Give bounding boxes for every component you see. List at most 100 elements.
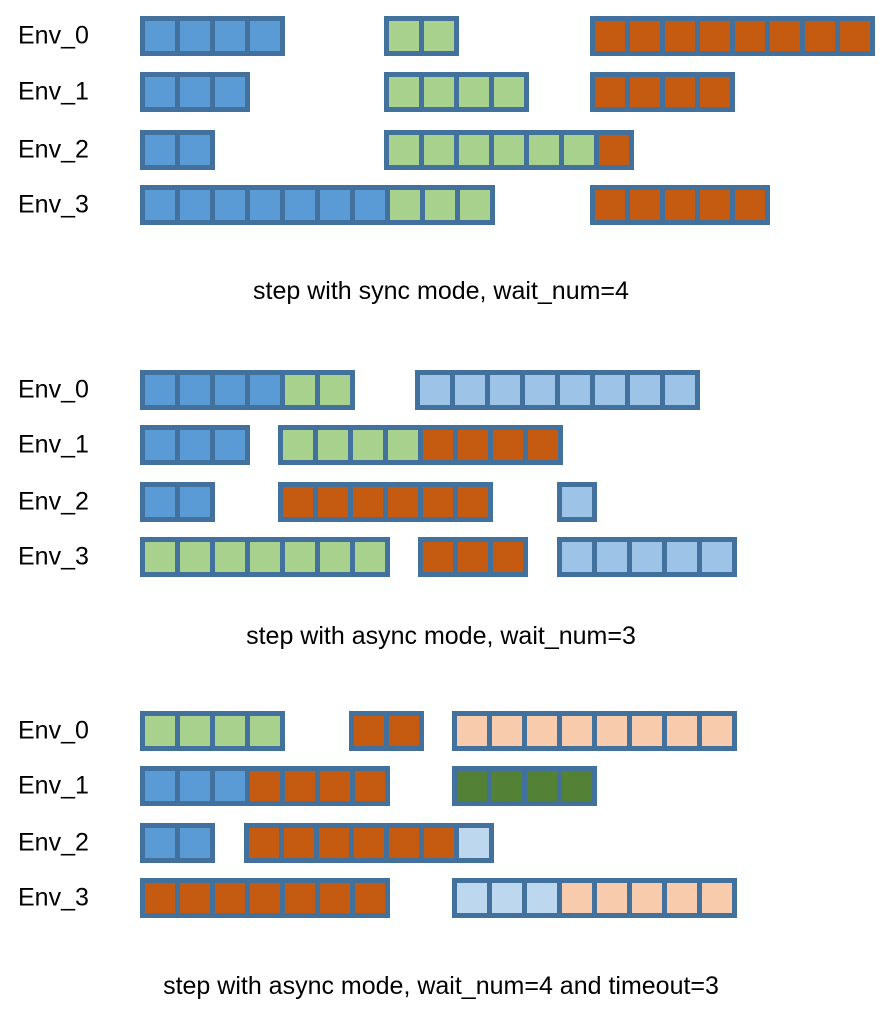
step-cell-lightblue <box>420 375 450 405</box>
step-cell-orange <box>700 77 730 107</box>
step-cell-darkgreen <box>562 771 592 801</box>
step-cell-orange <box>700 190 730 220</box>
step-cell-green <box>424 77 454 107</box>
step-cell-peach <box>457 716 487 746</box>
step-cell-orange <box>630 77 660 107</box>
step-cell-green <box>285 542 315 572</box>
step-cell-blue <box>180 771 210 801</box>
step-segment <box>557 482 597 522</box>
step-cell-blue <box>180 77 210 107</box>
env-label: Env_2 <box>18 828 89 857</box>
env-label: Env_1 <box>18 430 89 459</box>
step-cell-blue <box>180 375 210 405</box>
step-segment <box>415 370 700 410</box>
step-cell-orange <box>319 828 349 858</box>
step-segment <box>140 537 390 577</box>
step-cell-orange <box>805 21 835 51</box>
step-cell-blue <box>145 487 175 517</box>
step-cell-green <box>564 135 594 165</box>
step-cell-orange <box>528 430 558 460</box>
panel-caption: step with async mode, wait_num=4 and tim… <box>163 972 719 1000</box>
step-segment <box>140 878 390 918</box>
step-cell-green <box>459 77 489 107</box>
step-cell-blue <box>145 21 175 51</box>
step-cell-orange <box>389 716 419 746</box>
step-cell-blue <box>145 77 175 107</box>
step-cell-orange <box>665 77 695 107</box>
step-cell-blue <box>180 487 210 517</box>
step-cell-paleblue <box>459 828 489 858</box>
step-cell-blue <box>180 135 210 165</box>
step-cell-orange <box>320 771 350 801</box>
step-cell-orange <box>423 430 453 460</box>
step-cell-orange <box>424 828 454 858</box>
step-cell-lightblue <box>630 375 660 405</box>
step-segment <box>590 72 735 112</box>
step-cell-orange <box>595 77 625 107</box>
step-cell-orange <box>423 542 453 572</box>
step-cell-blue <box>145 430 175 460</box>
step-cell-orange <box>389 828 419 858</box>
step-cell-peach <box>667 716 697 746</box>
step-cell-blue <box>145 375 175 405</box>
step-segment <box>452 878 737 918</box>
step-segment <box>590 185 770 225</box>
step-cell-orange <box>458 487 488 517</box>
step-cell-orange <box>735 190 765 220</box>
step-cell-orange <box>700 21 730 51</box>
env-label: Env_1 <box>18 77 89 106</box>
step-cell-lightblue <box>667 542 697 572</box>
step-cell-orange <box>458 430 488 460</box>
step-cell-orange <box>458 542 488 572</box>
step-cell-green <box>494 77 524 107</box>
step-cell-peach <box>632 883 662 913</box>
step-cell-paleblue <box>492 883 522 913</box>
step-cell-orange <box>180 883 210 913</box>
env-label: Env_2 <box>18 135 89 164</box>
step-segment <box>418 537 528 577</box>
step-cell-peach <box>562 716 592 746</box>
step-cell-peach <box>702 716 732 746</box>
step-cell-orange <box>285 883 315 913</box>
step-cell-orange <box>284 828 314 858</box>
step-cell-blue <box>180 430 210 460</box>
step-cell-blue <box>250 375 280 405</box>
step-cell-orange <box>423 487 453 517</box>
step-cell-lightblue <box>597 542 627 572</box>
step-cell-peach <box>527 716 557 746</box>
step-cell-green <box>215 716 245 746</box>
step-cell-orange <box>493 430 523 460</box>
env-label: Env_3 <box>18 883 89 912</box>
step-cell-orange <box>320 883 350 913</box>
step-cell-green <box>180 542 210 572</box>
step-cell-green <box>388 430 418 460</box>
step-cell-blue <box>215 375 245 405</box>
step-cell-orange <box>215 883 245 913</box>
step-cell-orange <box>145 883 175 913</box>
step-cell-lightblue <box>562 487 592 517</box>
step-cell-peach <box>597 716 627 746</box>
step-cell-orange <box>630 190 660 220</box>
step-cell-orange <box>249 828 279 858</box>
step-segment <box>278 482 493 522</box>
step-cell-blue <box>145 190 175 220</box>
step-cell-green <box>250 716 280 746</box>
step-cell-lightblue <box>632 542 662 572</box>
step-segment <box>384 72 529 112</box>
step-cell-paleblue <box>457 883 487 913</box>
step-cell-green <box>215 542 245 572</box>
step-cell-peach <box>492 716 522 746</box>
step-cell-darkgreen <box>457 771 487 801</box>
step-cell-green <box>320 542 350 572</box>
step-cell-blue <box>180 190 210 220</box>
step-cell-green <box>283 430 313 460</box>
panel-caption: step with async mode, wait_num=3 <box>246 622 636 650</box>
env-label: Env_0 <box>18 716 89 745</box>
step-cell-green <box>355 542 385 572</box>
step-cell-blue <box>215 77 245 107</box>
step-cell-orange <box>595 190 625 220</box>
step-cell-peach <box>562 883 592 913</box>
step-cell-blue <box>215 21 245 51</box>
step-cell-green <box>424 135 454 165</box>
